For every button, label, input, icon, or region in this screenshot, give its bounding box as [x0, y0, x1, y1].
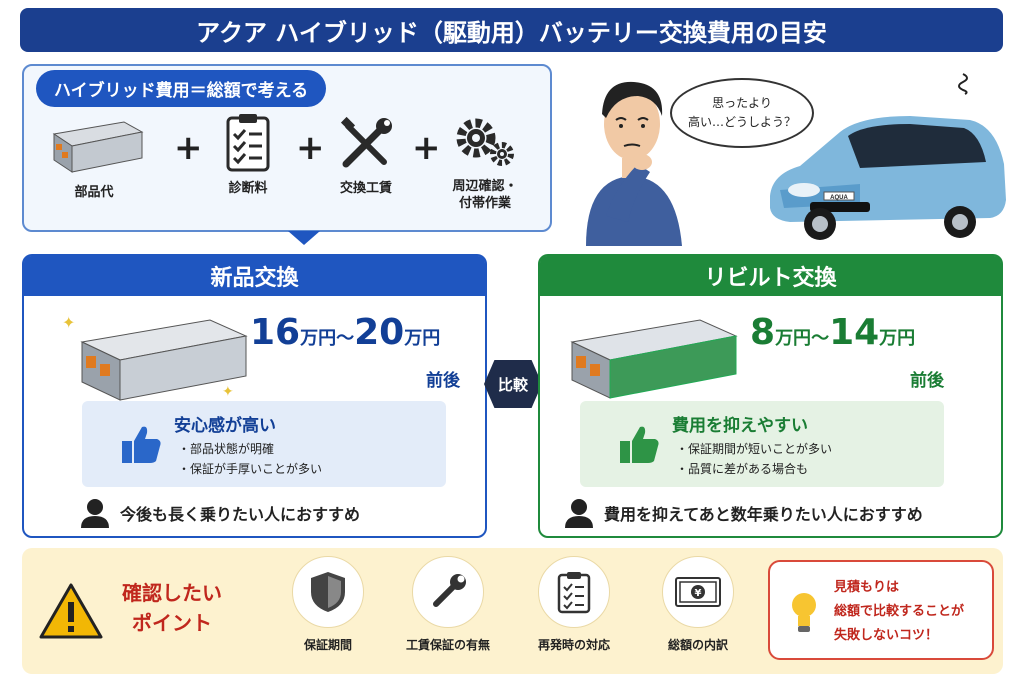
shield-icon: [311, 572, 345, 612]
recommendation: 今後も長く乗りたい人におすすめ: [80, 498, 360, 528]
thumbs-up-icon: [122, 426, 161, 463]
cost-item-labor: 交換工賃: [326, 116, 406, 197]
price-range: 8万円～14万円: [750, 312, 915, 353]
lightbulb-icon: [792, 593, 816, 632]
confusion-scribble-icon: [958, 73, 968, 95]
price-max: 20: [354, 312, 405, 353]
cost-item-extra-work: 周辺確認・付帯作業: [440, 114, 530, 212]
thumbs-up-icon: [620, 426, 659, 463]
rebuilt-replacement-panel: リビルト交換 8万円～14万円 前後 費用を抑えやすい 保証期間が短いことが多い…: [538, 254, 1003, 538]
icon-circle: ¥: [662, 556, 734, 628]
title-line: ポイント: [132, 611, 212, 635]
plus-sign: +: [174, 128, 203, 168]
icon-circle: [412, 556, 484, 628]
recommendation: 費用を抑えてあと数年乗りたい人におすすめ: [564, 498, 923, 528]
list-item: 保証期間が短いことが多い: [676, 439, 832, 459]
merit-box: 費用を抑えやすい 保証期間が短いことが多い 品質に差がある場合も: [580, 401, 944, 487]
checkpoint-label: 総額の内訳: [667, 638, 728, 652]
recommendation-text: 費用を抑えてあと数年乗りたい人におすすめ: [604, 505, 923, 524]
checkpoint-breakdown: ¥ 総額の内訳: [650, 556, 746, 653]
list-item: 部品状態が明確: [178, 439, 322, 459]
aqua-car-illustration: AQUA: [770, 116, 1006, 240]
checklist-icon: [557, 572, 591, 614]
checkpoint-label: 再発時の対応: [537, 638, 610, 652]
checkpoints-title: 確認したい ポイント: [122, 578, 222, 638]
cost-item-parts: 部品代: [44, 114, 144, 201]
checkpoint-warranty: 保証期間: [280, 556, 376, 653]
checkpoints-section: 確認したい ポイント 保証期間 工賃保証の有無: [22, 548, 1003, 674]
checkpoint-labor-warranty: 工賃保証の有無: [400, 556, 496, 653]
compare-badge: 比較: [484, 360, 542, 408]
checkpoint-recurrence: 再発時の対応: [526, 556, 622, 653]
speech-bubble: 思ったより高い…どうしよう？: [670, 78, 814, 148]
svg-text:¥: ¥: [695, 588, 702, 599]
merit-title: 安心感が高い: [174, 416, 276, 436]
tip-line: 総額で比較することが: [834, 604, 965, 619]
caption-line: 周辺確認・: [452, 179, 518, 194]
list-item: 品質に差がある場合も: [676, 459, 832, 479]
svg-text:✦: ✦: [222, 384, 234, 400]
plus-sign: +: [412, 128, 441, 168]
panel-title: リビルト交換: [540, 256, 1001, 296]
icon-circle: [538, 556, 610, 628]
page-title: アクア ハイブリッド（駆動用）バッテリー交換費用の目安: [20, 8, 1003, 52]
recommendation-text: 今後も長く乗りたい人におすすめ: [120, 505, 361, 524]
battery-icon: [52, 121, 144, 173]
person-icon: [81, 499, 109, 528]
price-tilde: ～: [811, 328, 830, 349]
price-unit: 万円: [879, 328, 916, 349]
price-tilde: ～: [336, 328, 355, 349]
rebuilt-battery-icon: [570, 319, 738, 399]
cost-item-caption: 診断料: [228, 181, 268, 196]
merit-list: 部品状態が明確 保証が手厚いことが多い: [178, 439, 322, 479]
price-max: 14: [829, 312, 880, 353]
bubble-line: 高い…どうしよう？: [687, 115, 796, 129]
tools-icon: [340, 116, 392, 168]
new-replacement-panel: 新品交換 ✦ ✦ 16万円～20万円 前後 安心感が高い 部品状態が明確 保証が…: [22, 254, 487, 538]
sparkle-icon: ✦: [62, 313, 75, 332]
panel-title: 新品交換: [24, 256, 485, 296]
merit-box: 安心感が高い 部品状態が明確 保証が手厚いことが多い: [82, 401, 446, 487]
checkpoint-label: 工賃保証の有無: [405, 638, 490, 652]
checkpoint-label: 保証期間: [303, 638, 352, 652]
person-icon: [565, 499, 593, 528]
price-min: 16: [250, 312, 301, 353]
tip-line: 見積もりは: [834, 580, 900, 595]
cost-item-caption: 交換工賃: [339, 181, 392, 196]
cost-breakdown-label: ハイブリッド費用＝総額で考える: [36, 70, 327, 107]
price-suffix: 前後: [910, 371, 944, 391]
price-min: 8: [750, 312, 776, 353]
gears-icon: [456, 118, 514, 166]
tip-line: 失敗しないコツ！: [834, 628, 939, 643]
warning-icon: [39, 583, 103, 639]
new-battery-icon: ✦ ✦: [62, 313, 248, 401]
wrench-icon: [433, 574, 466, 607]
price-unit: 万円: [300, 328, 337, 349]
merit-list: 保証期間が短いことが多い 品質に差がある場合も: [676, 439, 832, 479]
cost-item-caption: 部品代: [74, 185, 114, 200]
price-unit: 万円: [775, 328, 812, 349]
caption-line: 付帯作業: [458, 196, 511, 211]
plus-sign: +: [296, 128, 325, 168]
price-suffix: 前後: [426, 371, 460, 391]
clipboard-checklist-icon: [226, 114, 270, 172]
car-badge: AQUA: [830, 195, 848, 201]
bubble-line: 思ったより: [712, 96, 772, 110]
price-range: 16万円～20万円: [250, 312, 440, 353]
merit-title: 費用を抑えやすい: [672, 416, 808, 436]
tip-text: 見積もりは 総額で比較することが 失敗しないコツ！: [834, 576, 964, 648]
pointer-arrow: [288, 231, 320, 245]
price-unit: 万円: [404, 328, 441, 349]
icon-circle: [292, 556, 364, 628]
cost-item-caption: 周辺確認・付帯作業: [440, 178, 530, 212]
banknote-icon: ¥: [675, 577, 721, 607]
list-item: 保証が手厚いことが多い: [178, 459, 322, 479]
cost-item-diagnosis: 診断料: [210, 112, 286, 197]
worried-man-illustration: [586, 81, 682, 246]
tip-box: 見積もりは 総額で比較することが 失敗しないコツ！: [768, 560, 994, 660]
title-line: 確認したい: [122, 581, 222, 605]
